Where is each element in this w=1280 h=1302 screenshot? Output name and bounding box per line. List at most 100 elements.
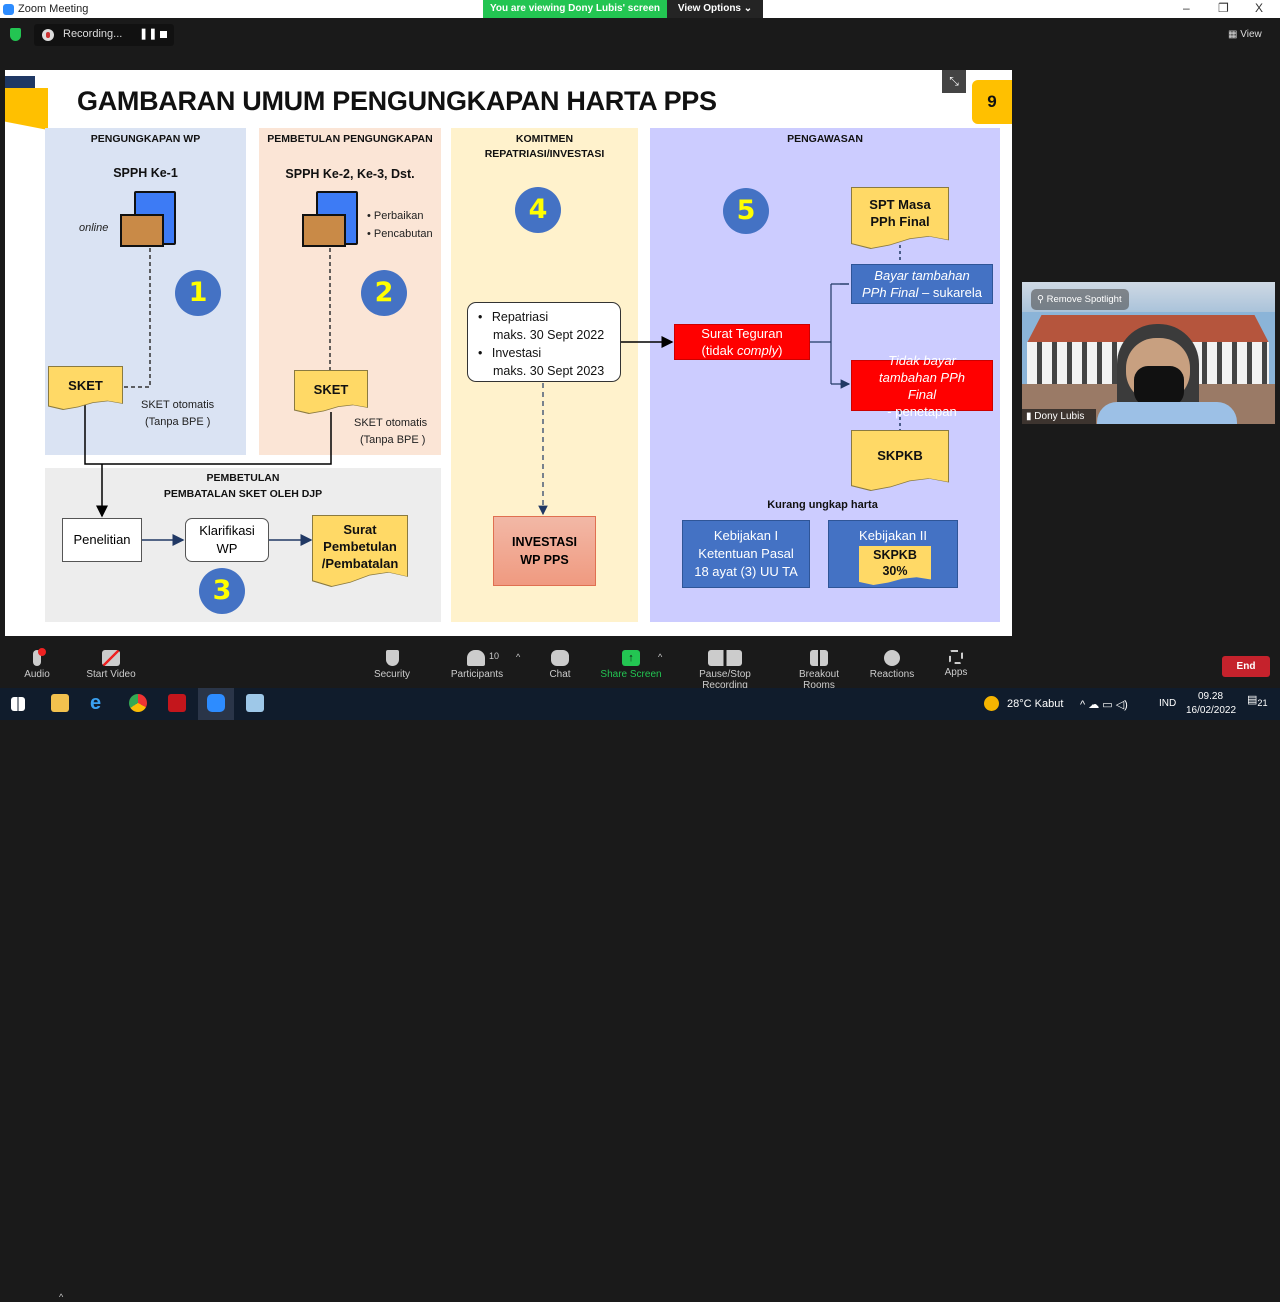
box-text: Bayar tambahan: [874, 268, 970, 283]
video-off-icon: [102, 650, 120, 666]
step-badge-2: 2: [361, 270, 407, 316]
minimize-button[interactable]: –: [1183, 1, 1190, 15]
bullet-pencabutan: • Pencabutan: [367, 228, 433, 240]
recording-indicator: Recording... ❚❚: [34, 24, 174, 46]
chrome-icon[interactable]: [129, 694, 147, 712]
breakout-rooms-button[interactable]: Breakout Rooms: [782, 640, 856, 691]
box-text: Kebijakan I: [713, 528, 779, 543]
smiley-icon: [884, 650, 900, 666]
apps-button[interactable]: Apps: [936, 640, 976, 688]
box-text: PPh Final: [862, 285, 919, 300]
notepad-icon[interactable]: [246, 694, 264, 712]
pause-stop-icon: [708, 650, 742, 666]
chat-icon: [551, 650, 569, 666]
chat-button[interactable]: Chat: [540, 640, 580, 688]
tidak-bayar-box: Tidak bayar tambahan PPh Final - penetap…: [851, 353, 993, 419]
zoom-logo-icon: [3, 4, 14, 15]
kurang-ungkap-label: Kurang ungkap harta: [767, 499, 878, 511]
item-deadline: maks. 30 Sept 2023: [493, 364, 605, 378]
stop-recording-button[interactable]: [160, 31, 167, 38]
slide-logo-accent: [5, 88, 48, 130]
box-text: (tidak: [701, 343, 737, 358]
start-video-button[interactable]: Start Video: [82, 640, 140, 688]
participants-icon: [467, 650, 485, 666]
shield-icon: [385, 650, 399, 666]
audio-options-caret[interactable]: ^: [59, 1292, 64, 1302]
sket-note: SKET otomatis: [354, 417, 428, 429]
breakout-label: Breakout Rooms: [798, 669, 840, 691]
komitmen-item: • Investasi: [478, 346, 542, 360]
pause-stop-recording-button[interactable]: Pause/Stop Recording: [676, 640, 774, 691]
meeting-topbar: [0, 18, 1280, 50]
klarifikasi-box: Klarifikasi WP: [185, 518, 269, 562]
participant-video[interactable]: ⚲ Remove Spotlight ▮ Dony Lubis: [1022, 282, 1275, 424]
step-badge-4: 4: [515, 187, 561, 233]
tray-icons[interactable]: ^ ☁ ▭ ◁): [1080, 699, 1128, 711]
pause-recording-button[interactable]: ❚❚: [139, 28, 158, 40]
security-button[interactable]: Security: [372, 640, 412, 688]
meeting-toolbar: Audio ^ Start Video Security Participant…: [0, 640, 1280, 1302]
surat-pembetulan-document: Surat Pembetulan /Pembatalan: [313, 516, 407, 586]
view-button[interactable]: ▦ View: [1228, 24, 1274, 46]
person-shirt: [1097, 402, 1237, 424]
file-explorer-icon[interactable]: [51, 694, 69, 712]
bayar-sukarela-box: Bayar tambahan PPh Final – sukarela: [851, 264, 993, 304]
panel-header: PENGUNGKAPAN WP: [90, 133, 201, 145]
end-meeting-button[interactable]: End: [1222, 656, 1270, 677]
close-button[interactable]: X: [1255, 1, 1264, 15]
panel-header: REPATRIASI/INVESTASI: [484, 148, 605, 160]
box-text: 30%: [882, 564, 908, 578]
exit-fullscreen-icon[interactable]: ⤡: [942, 70, 966, 93]
reactions-label: Reactions: [869, 669, 915, 680]
participants-button[interactable]: Participants: [449, 640, 505, 688]
view-options-label: View Options: [677, 3, 741, 14]
participants-count: 10: [489, 651, 500, 661]
box-text: – sukarela: [918, 285, 982, 300]
panel-header: PEMBETULAN PENGUNGKAPAN: [267, 133, 433, 145]
slide-title: GAMBARAN UMUM PENGUNGKAPAN HARTA PPS: [77, 86, 717, 116]
clock-time[interactable]: 09.28: [1198, 691, 1224, 702]
input-language[interactable]: IND: [1159, 698, 1177, 709]
weather-text[interactable]: 28°C Kabut: [1007, 698, 1064, 710]
share-options-caret[interactable]: ^: [658, 652, 663, 662]
panel-header: PEMBETULAN: [206, 472, 280, 484]
panel-subtitle: SPPH Ke-2, Ke-3, Dst.: [285, 167, 415, 181]
recording-icon: [42, 29, 54, 41]
slide-logo-accent: [5, 76, 35, 90]
zoom-taskbar-icon[interactable]: [207, 694, 225, 712]
view-label: View: [1240, 29, 1262, 40]
remove-spotlight-label: Remove Spotlight: [1046, 294, 1122, 305]
remove-spotlight-button[interactable]: ⚲ Remove Spotlight: [1031, 289, 1129, 310]
apps-icon: [949, 650, 963, 664]
weather-icon[interactable]: [984, 696, 999, 711]
audio-button[interactable]: Audio: [17, 640, 57, 688]
panel-header: PEMBATALAN SKET OLEH DJP: [163, 488, 323, 500]
notification-icon[interactable]: ▤21: [1247, 694, 1268, 709]
share-screen-button[interactable]: ↑Share Screen: [600, 640, 662, 688]
chat-label: Chat: [549, 669, 571, 680]
item-deadline: maks. 30 Sept 2022: [493, 328, 605, 342]
window-title: Zoom Meeting: [18, 3, 89, 15]
security-shield-icon[interactable]: [10, 28, 21, 41]
surat-teguran-box: Surat Teguran (tidak comply): [674, 324, 810, 360]
slide-page-number: 9: [972, 80, 1012, 124]
kebijakan-1-box: Kebijakan I Ketentuan Pasal 18 ayat (3) …: [682, 520, 810, 588]
step-badge-3: 3: [199, 568, 245, 614]
participants-options-caret[interactable]: ^: [516, 652, 521, 662]
internet-explorer-icon[interactable]: e: [90, 692, 102, 714]
view-options-button[interactable]: View Options ⌄: [667, 0, 763, 18]
box-text: Kebijakan II: [859, 528, 927, 543]
bullet-label: Pencabutan: [373, 228, 433, 240]
item-label: Investasi: [491, 346, 542, 360]
komitmen-box: • Repatriasi maks. 30 Sept 2022 • Invest…: [467, 302, 621, 382]
security-label: Security: [373, 669, 411, 680]
restore-button[interactable]: ❐: [1218, 1, 1229, 15]
recording-label: Pause/Stop Recording: [699, 669, 751, 691]
share-arrow-icon: ↑: [622, 650, 640, 666]
reactions-button[interactable]: Reactions: [867, 640, 917, 688]
box-text: Ketentuan Pasal: [698, 546, 794, 561]
acrobat-icon[interactable]: [168, 694, 186, 712]
clock-date[interactable]: 16/02/2022: [1186, 705, 1237, 716]
penelitian-box: Penelitian: [62, 518, 142, 562]
windows-start-icon[interactable]: [11, 697, 25, 711]
